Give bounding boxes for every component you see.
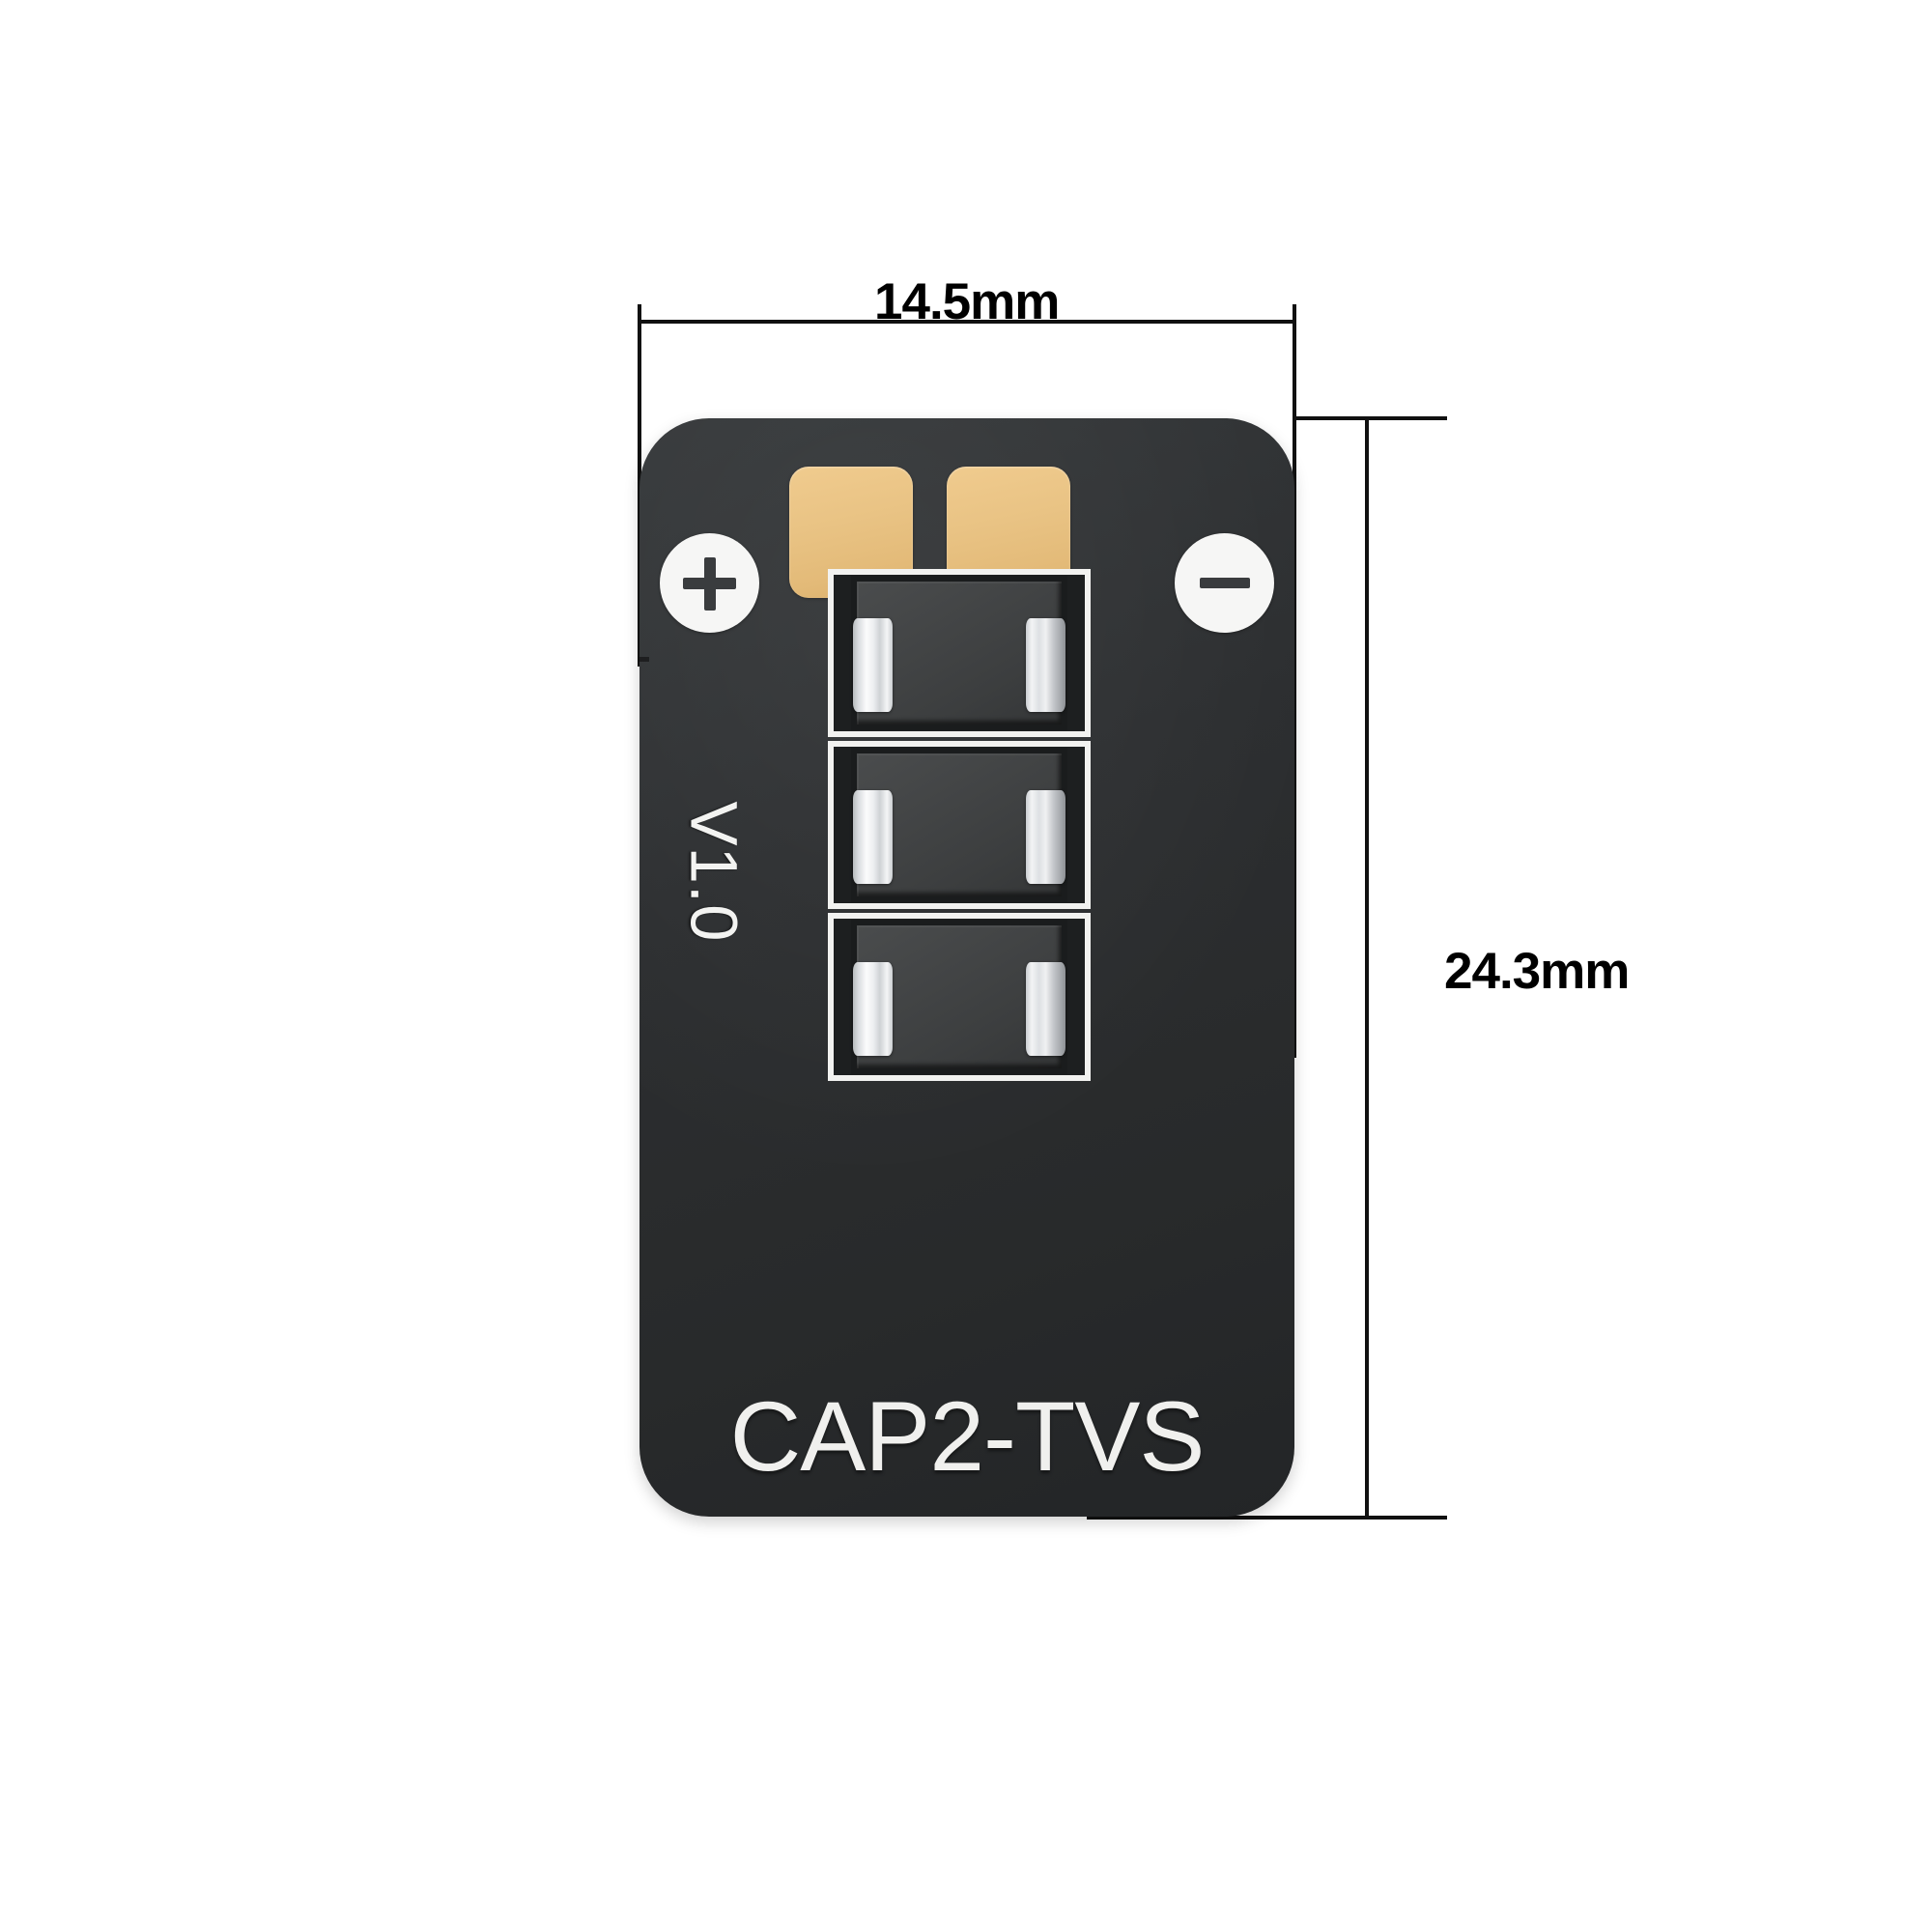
height-dimension-label: 24.3mm	[1444, 943, 1630, 1000]
pcb-board: V1.0 CAP2-TVS	[639, 418, 1294, 1517]
polarity-marker-positive	[660, 533, 759, 633]
component-terminal-right	[1026, 790, 1065, 884]
height-dimension-line	[1365, 418, 1369, 1520]
board-edge-notch	[639, 657, 649, 662]
height-dimension-tick-top	[1293, 416, 1447, 420]
tvs-diode-component	[828, 913, 1091, 1081]
plus-icon-vertical-bar	[703, 556, 716, 611]
component-terminal-right	[1026, 618, 1065, 712]
width-dimension-line	[638, 320, 1296, 324]
component-body	[853, 925, 1065, 1068]
tvs-diode-component	[828, 569, 1091, 737]
silkscreen-version-text: V1.0	[676, 801, 752, 943]
width-dimension-label: 14.5mm	[874, 273, 1060, 330]
component-terminal-left	[853, 790, 893, 884]
extension-line-right	[1293, 304, 1296, 1058]
height-dimension-tick-bottom	[1087, 1516, 1447, 1520]
component-body	[853, 582, 1065, 724]
tvs-diode-component	[828, 741, 1091, 909]
component-terminal-left	[853, 962, 893, 1056]
component-body	[853, 753, 1065, 896]
silkscreen-part-number-text: CAP2-TVS	[729, 1381, 1206, 1492]
minus-icon-bar	[1200, 578, 1250, 588]
component-terminal-right	[1026, 962, 1065, 1056]
component-terminal-left	[853, 618, 893, 712]
polarity-marker-negative	[1175, 533, 1274, 633]
